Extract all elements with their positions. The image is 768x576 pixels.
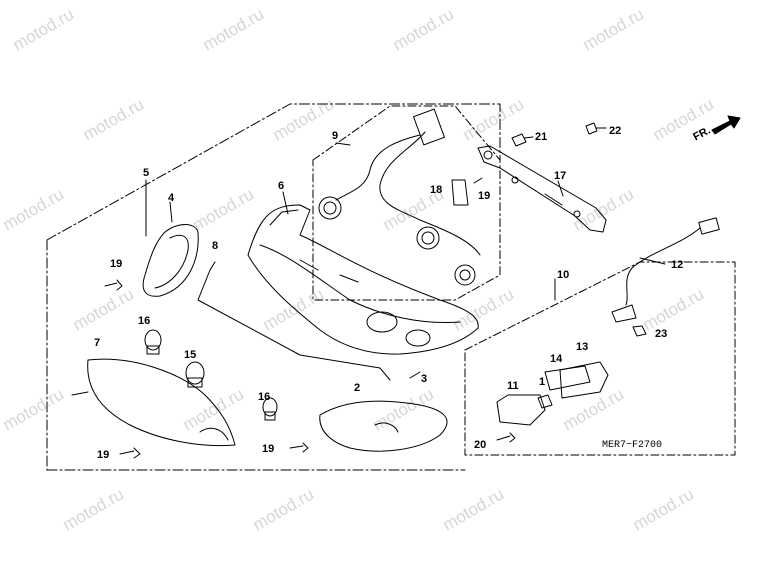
bulb-16a (144, 329, 162, 355)
fr-arrow (711, 115, 741, 135)
packing-14 (544, 365, 591, 391)
callout-1: 1 (539, 376, 546, 388)
callout-17: 17 (554, 170, 567, 182)
assembly-boundary (46, 103, 501, 241)
callout-3: 3 (421, 373, 428, 385)
license-lens-11 (496, 394, 546, 426)
callout-15: 15 (184, 349, 197, 361)
cover-7 (87, 358, 236, 447)
callout-19c: 19 (262, 443, 275, 455)
callout-10: 10 (557, 269, 570, 281)
clip-18 (451, 179, 469, 206)
assembly-boundary-lower (47, 160, 500, 470)
callout-4: 4 (168, 192, 175, 204)
callout-12: 12 (671, 259, 684, 271)
callout-13: 13 (576, 341, 589, 353)
callout-19d: 19 (478, 190, 491, 202)
nut-23 (632, 325, 647, 337)
callout-16a: 16 (138, 315, 151, 327)
screw-19b (119, 447, 141, 459)
callout-11: 11 (507, 380, 519, 392)
callout-16b: 16 (258, 391, 271, 403)
callout-21: 21 (535, 131, 548, 143)
lens-2 (319, 400, 448, 452)
bolt-22 (585, 122, 607, 135)
screw-19c (289, 442, 309, 453)
callout-5: 5 (143, 167, 150, 179)
bulb-16b (262, 397, 278, 421)
license-case-13 (559, 361, 609, 399)
wire-harness (335, 134, 421, 201)
callout-9: 9 (332, 130, 339, 142)
diagram-code: MER7−F2700 (602, 440, 663, 451)
callout-20: 20 (474, 439, 487, 451)
side-lens-4 (142, 224, 199, 297)
tail-lamp-housing (247, 204, 479, 355)
wire-harness-box (312, 105, 501, 301)
callout-19a: 19 (110, 258, 123, 270)
callout-14: 14 (550, 353, 563, 365)
callout-6: 6 (278, 180, 285, 192)
callout-19b: 19 (97, 449, 110, 461)
screw-20 (496, 432, 516, 443)
callout-2: 2 (354, 382, 361, 394)
bolt-21 (511, 133, 534, 147)
callout-7: 7 (94, 337, 101, 349)
callout-8: 8 (212, 240, 219, 252)
bulb-1 (537, 394, 553, 409)
license-light-box (464, 261, 736, 456)
license-wire-12 (625, 227, 701, 306)
drain-tube-8 (197, 261, 391, 381)
screw-19a (104, 279, 123, 291)
stay-bracket (477, 145, 607, 233)
callout-22: 22 (609, 125, 622, 137)
callout-18: 18 (430, 184, 443, 196)
callout-23: 23 (655, 328, 668, 340)
